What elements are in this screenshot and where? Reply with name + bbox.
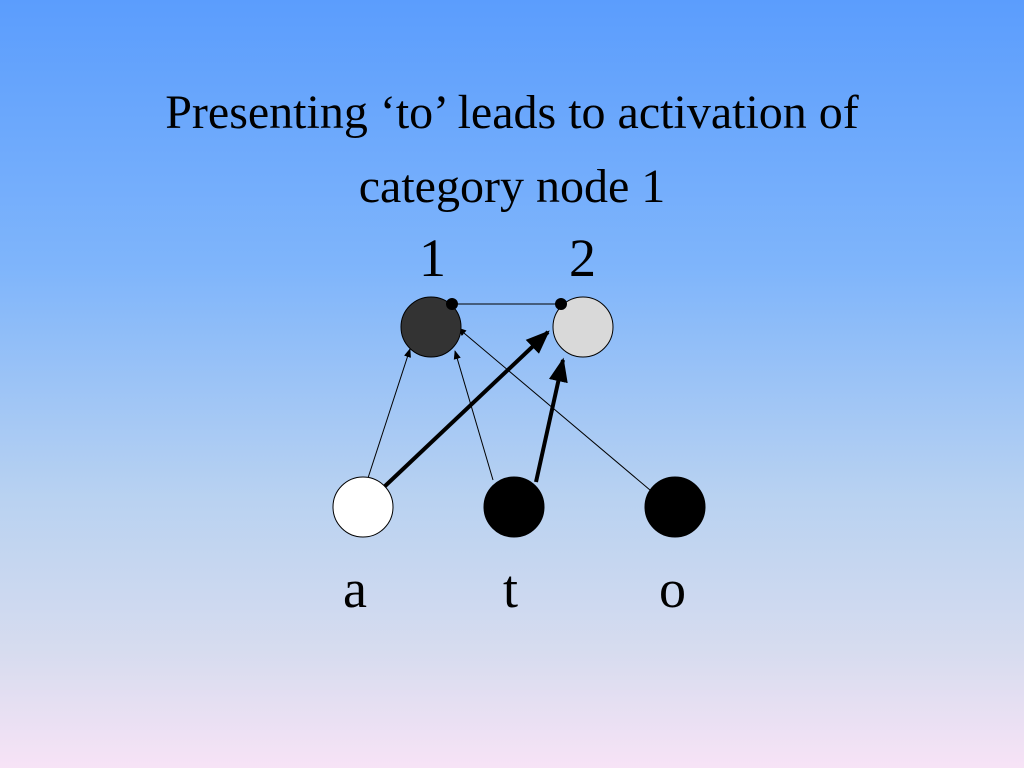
slide-title: Presenting ‘to’ leads to activation of c… <box>62 76 962 225</box>
input-node-a <box>332 476 394 538</box>
connection-a-to-2 <box>381 330 550 490</box>
category-node-2 <box>552 296 614 358</box>
input-node-t <box>483 476 545 538</box>
category-label-2: 2 <box>569 228 596 288</box>
connection-t-to-1 <box>453 350 494 481</box>
lateral-link-dot-1 <box>446 298 458 310</box>
input-label-a: a <box>343 559 367 619</box>
lateral-link-dot-2 <box>555 298 567 310</box>
connection-t-to-2 <box>534 357 568 483</box>
category-label-1: 1 <box>419 228 446 288</box>
connection-a-to-1 <box>367 348 411 479</box>
title-line-2: category node 1 <box>358 160 666 214</box>
title-line-1: Presenting ‘to’ leads to activation of <box>165 86 859 139</box>
category-node-1 <box>400 296 462 358</box>
input-label-o: o <box>659 559 686 619</box>
input-node-o <box>644 476 706 538</box>
input-label-t: t <box>503 559 518 619</box>
